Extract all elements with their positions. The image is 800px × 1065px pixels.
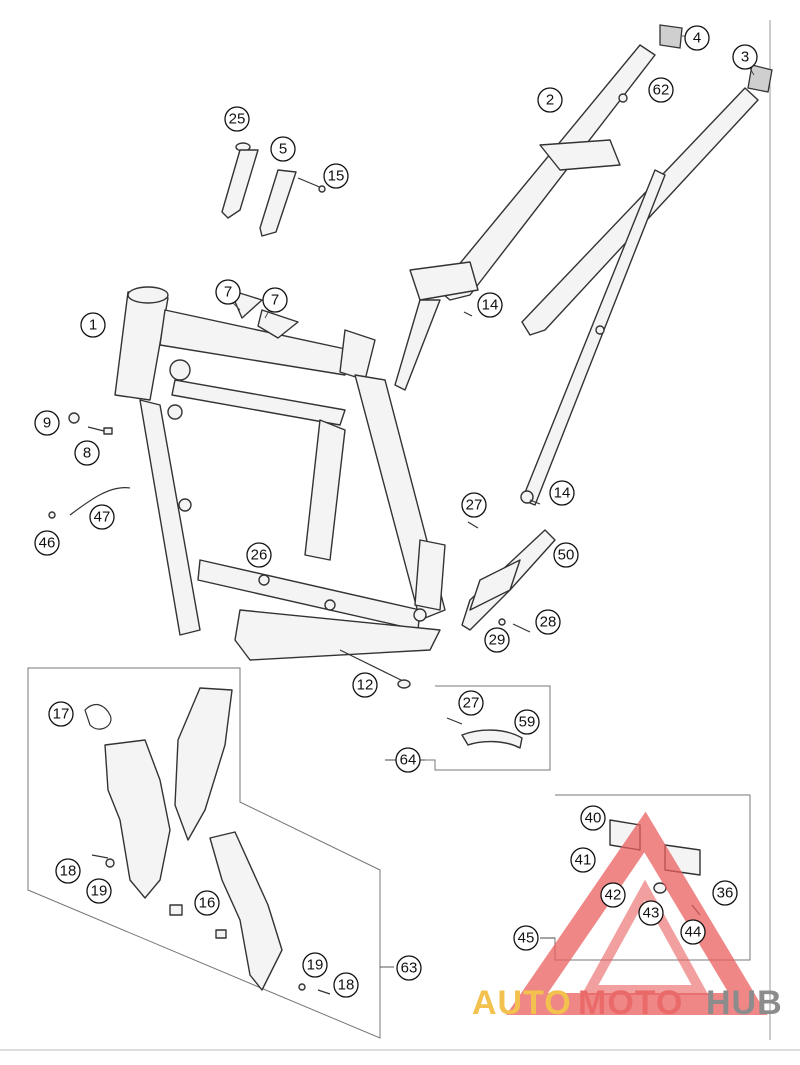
hardware-parts [48,142,541,689]
callout-18b: 18 [333,972,359,998]
svg-text:1: 1 [89,317,97,334]
callout-50: 50 [553,542,579,568]
main-frame [114,286,446,661]
watermark-text-hub: HUB [706,984,783,1022]
callout-44: 44 [680,919,706,945]
callout-42: 42 [600,882,626,908]
svg-text:62: 62 [653,82,670,99]
svg-text:44: 44 [685,924,702,941]
callout-16: 16 [194,890,220,916]
svg-text:28: 28 [540,614,557,631]
svg-text:29: 29 [489,632,506,649]
svg-text:19: 19 [91,883,108,900]
callout-7b: 7 [262,287,288,313]
svg-text:50: 50 [558,547,575,564]
callout-14b: 14 [549,480,575,506]
callout-17: 17 [48,701,74,727]
callout-19b: 19 [302,952,328,978]
callout-4: 4 [684,25,710,51]
callout-36: 36 [712,880,738,906]
svg-text:63: 63 [401,960,418,977]
chain-slider-box [425,685,551,771]
callout-15: 15 [323,163,349,189]
svg-text:14: 14 [554,485,571,502]
callout-9: 9 [34,410,60,436]
callout-3: 3 [732,44,758,70]
svg-text:45: 45 [518,930,535,947]
svg-text:18: 18 [60,863,77,880]
callout-46: 46 [34,530,60,556]
chain-guide [461,529,556,631]
svg-text:47: 47 [94,509,111,526]
svg-text:4: 4 [693,30,701,47]
svg-text:36: 36 [717,885,734,902]
frame-protector-box [27,667,381,1039]
callout-18a: 18 [55,858,81,884]
callout-27a: 27 [461,492,487,518]
svg-text:5: 5 [279,141,287,158]
callout-2: 2 [537,87,563,113]
callout-14a: 14 [477,292,503,318]
svg-text:59: 59 [519,714,536,731]
callout-43: 43 [638,900,664,926]
callout-19a: 19 [86,878,112,904]
callout-25: 25 [224,106,250,132]
watermark-logo: AUTO MOTO HUB [472,811,783,1022]
svg-text:14: 14 [482,297,499,314]
svg-text:42: 42 [605,887,622,904]
svg-text:41: 41 [575,852,592,869]
svg-text:17: 17 [53,706,70,723]
svg-text:46: 46 [39,535,56,552]
svg-text:27: 27 [466,497,483,514]
callout-28: 28 [535,609,561,635]
svg-text:25: 25 [229,111,246,128]
callout-62: 62 [648,77,674,103]
callout-12: 12 [352,672,378,698]
callout-27b: 27 [458,690,484,716]
svg-text:15: 15 [328,168,345,185]
callout-59: 59 [514,709,540,735]
svg-text:18: 18 [338,977,355,994]
watermark-triangle-icon [506,811,768,1015]
callout-5: 5 [270,136,296,162]
svg-text:12: 12 [357,677,374,694]
callout-40: 40 [580,805,606,831]
callout-26: 26 [246,542,272,568]
callout-41: 41 [570,847,596,873]
callout-47: 47 [89,504,115,530]
svg-text:2: 2 [546,92,554,109]
callout-63: 63 [396,955,422,981]
callout-29: 29 [484,627,510,653]
svg-text:16: 16 [199,895,216,912]
svg-text:64: 64 [400,752,417,769]
watermark-text-moto: MOTO [578,984,683,1022]
callout-8: 8 [74,440,100,466]
svg-text:27: 27 [463,695,480,712]
svg-text:3: 3 [741,49,749,66]
svg-text:8: 8 [83,445,91,462]
svg-text:7: 7 [224,284,232,301]
svg-text:9: 9 [43,415,51,432]
callout-7a: 7 [215,279,241,305]
svg-text:40: 40 [585,810,602,827]
callout-45: 45 [513,925,539,951]
callout-labels: 1 2 3 4 5 7 7 8 9 12 14 14 15 16 17 18 1… [34,25,758,998]
callout-64: 64 [395,747,421,773]
svg-text:7: 7 [271,292,279,309]
svg-text:26: 26 [251,547,268,564]
svg-text:19: 19 [307,957,324,974]
svg-text:43: 43 [643,905,660,922]
watermark-text-auto: AUTO [472,984,572,1022]
callout-1: 1 [80,312,106,338]
subframe [394,24,773,506]
